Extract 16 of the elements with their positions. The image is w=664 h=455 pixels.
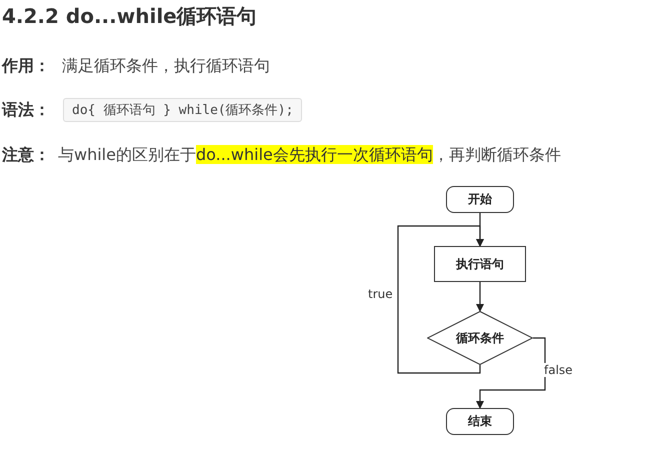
edge-label: true — [368, 286, 393, 300]
start-terminal: 开始 — [446, 186, 514, 213]
heading: 4.2.2 do...while循环语句 — [2, 3, 257, 30]
description-text: 满足循环条件，执行循环语句 — [62, 56, 270, 77]
note-text: 与while的区别在于do...while会先执行一次循环语句，再判断循环条件 — [58, 145, 561, 166]
arrow — [397, 225, 484, 374]
arrow — [476, 282, 484, 312]
process-box: 执行语句 — [434, 246, 526, 282]
field-label: 作用： — [2, 56, 50, 77]
field-label: 语法： — [2, 100, 50, 121]
field-label: 注意： — [2, 145, 50, 166]
edge-label: false — [544, 363, 573, 377]
decision-diamond: 循环条件 — [427, 311, 533, 365]
code-snippet: do{ 循环语句 } while(循环条件); — [63, 98, 302, 122]
arrow — [476, 337, 546, 409]
end-terminal: 结束 — [446, 408, 514, 435]
